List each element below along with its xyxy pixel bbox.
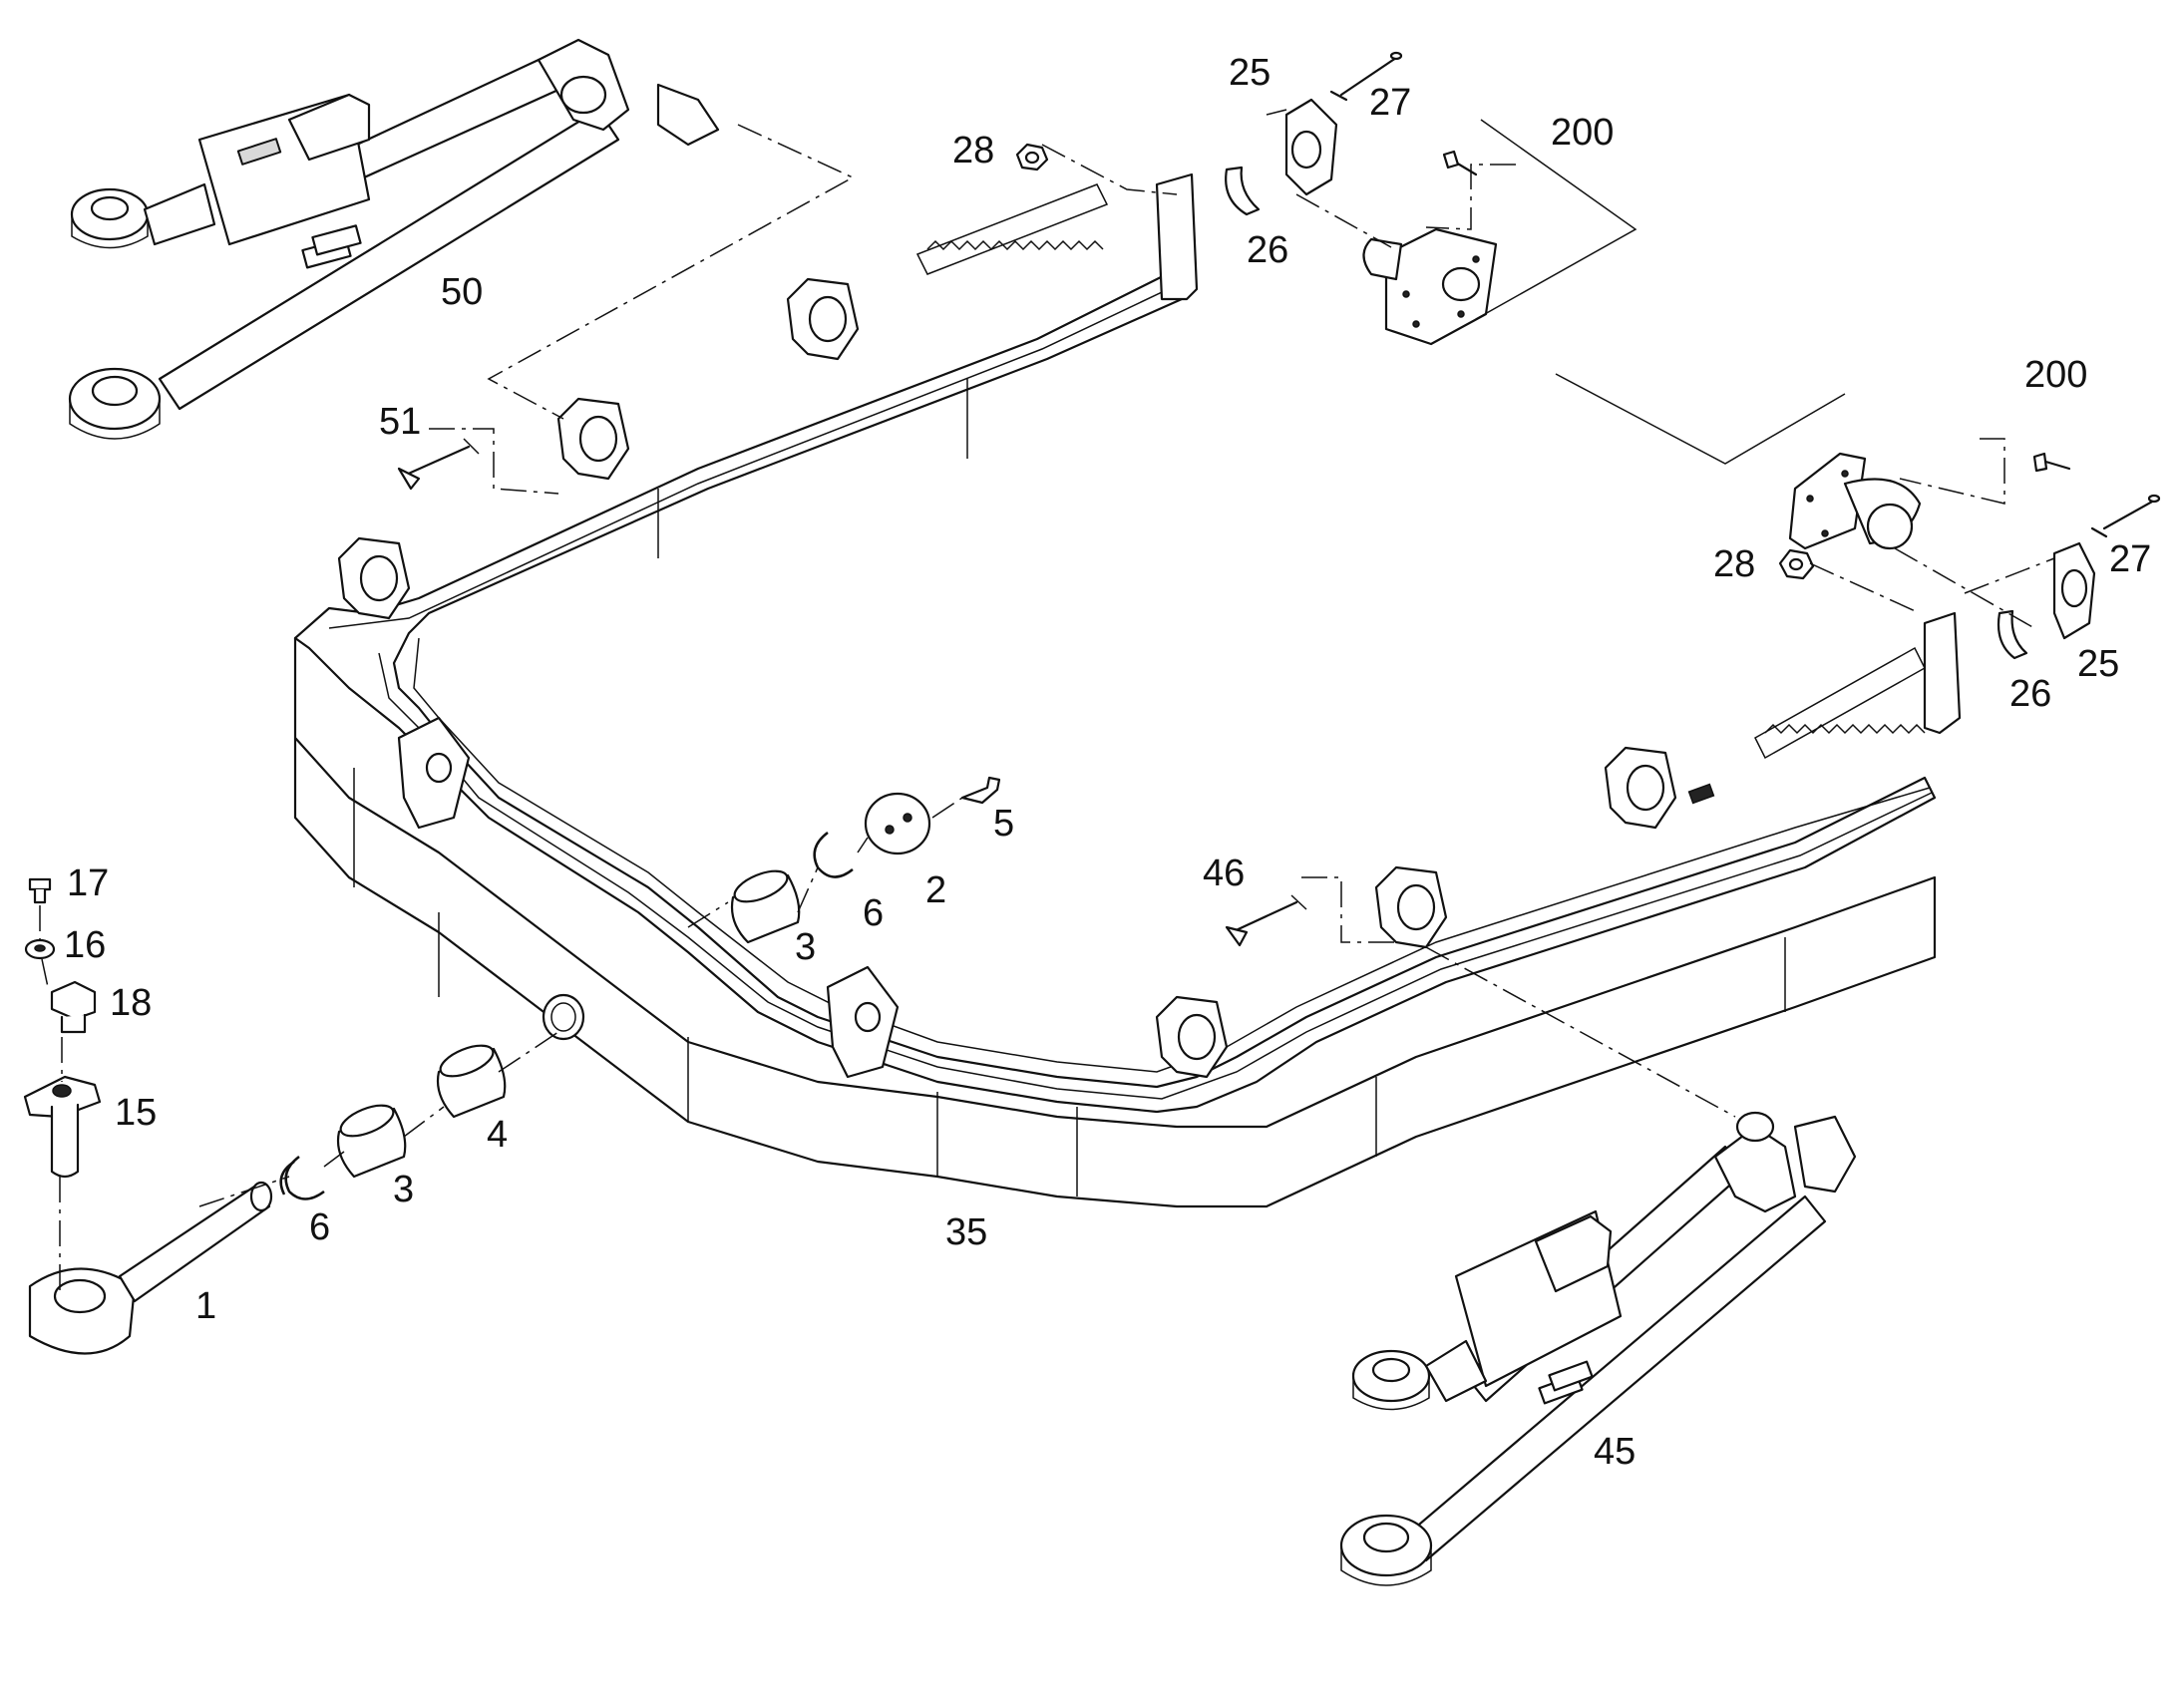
bolt-part-46 <box>1225 894 1307 947</box>
screw-part-17 <box>28 877 52 904</box>
frame-part-35 <box>293 172 1962 1208</box>
frame-brackets <box>337 277 1715 1079</box>
callout-18: 18 <box>110 982 152 1024</box>
callout-2: 2 <box>925 869 946 911</box>
callout-25-right: 25 <box>2077 643 2119 685</box>
clamp-part-25-right <box>2052 541 2096 640</box>
callout-200-top: 200 <box>1551 112 1614 154</box>
callout-17: 17 <box>67 862 109 904</box>
bolt-part-27-right <box>2090 494 2161 538</box>
callout-4: 4 <box>487 1114 508 1156</box>
cylinder-assembly-50 <box>68 38 720 440</box>
half-bushing-part-26-top <box>1225 166 1261 216</box>
bolt-part-5 <box>960 776 1001 805</box>
callout-3-center: 3 <box>795 926 816 968</box>
callout-28-top: 28 <box>952 130 994 171</box>
bushing-part-4 <box>436 1044 507 1119</box>
bolt-part-200-right <box>2032 452 2071 473</box>
bolt-part-51 <box>397 438 480 491</box>
pivot-pin-plate-200-top <box>1362 227 1498 346</box>
callout-50: 50 <box>441 271 483 313</box>
callout-35: 35 <box>945 1211 987 1253</box>
callout-1: 1 <box>195 1285 216 1327</box>
washer-part-16 <box>24 938 56 960</box>
cap-part-2 <box>864 792 931 855</box>
callout-200-right: 200 <box>2024 354 2087 396</box>
nut-part-28-top <box>1015 143 1049 171</box>
pin-part-15 <box>23 1075 102 1179</box>
callout-26-top: 26 <box>1247 229 1288 271</box>
callout-16: 16 <box>64 924 106 966</box>
callout-5: 5 <box>993 803 1014 845</box>
nut-part-28-right <box>1778 548 1815 580</box>
bushing-part-3-center <box>730 869 801 944</box>
callout-6-left: 6 <box>309 1206 330 1248</box>
callout-45: 45 <box>1594 1431 1635 1473</box>
callout-labels: 25 27 200 28 26 50 51 200 27 28 25 26 5 … <box>64 52 2151 1473</box>
callout-28-right: 28 <box>1713 543 1755 585</box>
bolt-part-27-top <box>1329 51 1403 102</box>
plug-part-18 <box>50 980 97 1034</box>
bolt-part-200-top <box>1442 150 1478 176</box>
callout-27-top: 27 <box>1369 82 1411 124</box>
cylinder-assembly-45 <box>1339 1111 1857 1586</box>
half-bushing-part-26-right <box>1997 609 2028 660</box>
callout-3-left: 3 <box>393 1169 414 1210</box>
snap-ring-part-6-left <box>279 1156 325 1200</box>
bushing-part-3-left <box>336 1104 407 1179</box>
callout-25-top: 25 <box>1229 52 1271 94</box>
callout-51: 51 <box>379 401 421 443</box>
pivot-arm-part-1 <box>28 1181 273 1355</box>
leader-lines <box>39 109 2055 1296</box>
callout-6-center: 6 <box>863 892 884 934</box>
pivot-pin-plate-200-right <box>1788 452 1922 550</box>
callout-26-right: 26 <box>2009 673 2051 715</box>
callout-46: 46 <box>1203 853 1245 894</box>
snap-ring-part-6-center <box>813 832 854 878</box>
callout-15: 15 <box>115 1092 157 1134</box>
callout-27-right: 27 <box>2109 538 2151 580</box>
clamp-part-25-top <box>1284 98 1338 196</box>
